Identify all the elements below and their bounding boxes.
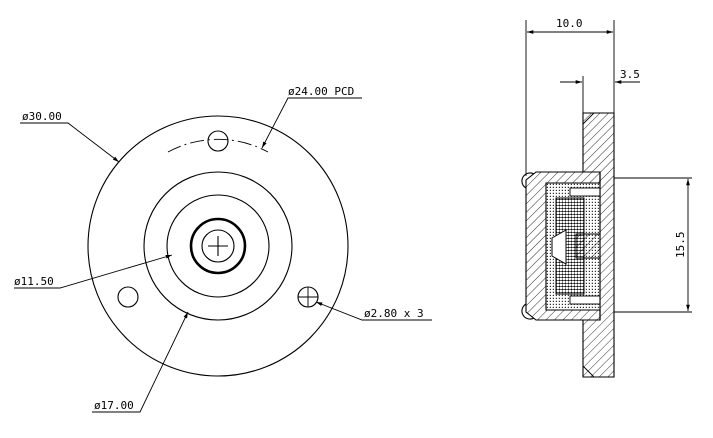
seal-bottom bbox=[569, 295, 601, 305]
rim-arc-top bbox=[521, 172, 535, 189]
mounting-hole-top bbox=[207, 130, 229, 152]
hub-outer-circle bbox=[143, 171, 293, 321]
seal-top bbox=[569, 187, 601, 197]
dim-hub: ø17.00 bbox=[94, 399, 134, 412]
dim-outer-diameter: ø30.00 bbox=[22, 110, 62, 123]
ball-detail bbox=[551, 229, 567, 265]
leader-bore bbox=[14, 254, 173, 289]
front-view: ø30.00 ø24.00 PCD ø11.50 ø17.00 ø2.80 x … bbox=[14, 85, 432, 413]
outer-flange-circle bbox=[87, 115, 349, 377]
flange-chamfer-top bbox=[582, 112, 595, 125]
dim-bore: ø11.50 bbox=[14, 275, 54, 288]
center-pin bbox=[575, 233, 601, 259]
leader-holes bbox=[315, 301, 432, 321]
side-view: 10.0 3.5 15.5 bbox=[521, 17, 692, 378]
rim-arc-bottom bbox=[521, 303, 535, 320]
dim-pcd: ø24.00 PCD bbox=[288, 85, 354, 98]
bore-ring-outer bbox=[189, 217, 247, 275]
leader-hub bbox=[92, 311, 189, 413]
dim-holes: ø2.80 x 3 bbox=[364, 307, 424, 320]
dim-width: 10.0 bbox=[556, 17, 583, 30]
pcd-centerline-arc bbox=[167, 138, 269, 153]
flange-chamfer-bot bbox=[582, 365, 595, 378]
mounting-hole-left bbox=[117, 286, 139, 308]
hub-inner-circle bbox=[166, 194, 270, 298]
dim-height: 15.5 bbox=[674, 232, 687, 259]
bore-circle bbox=[201, 229, 235, 263]
leader-outer-diameter bbox=[20, 122, 120, 163]
dim-flange: 3.5 bbox=[620, 68, 640, 81]
leader-pcd bbox=[261, 97, 362, 149]
